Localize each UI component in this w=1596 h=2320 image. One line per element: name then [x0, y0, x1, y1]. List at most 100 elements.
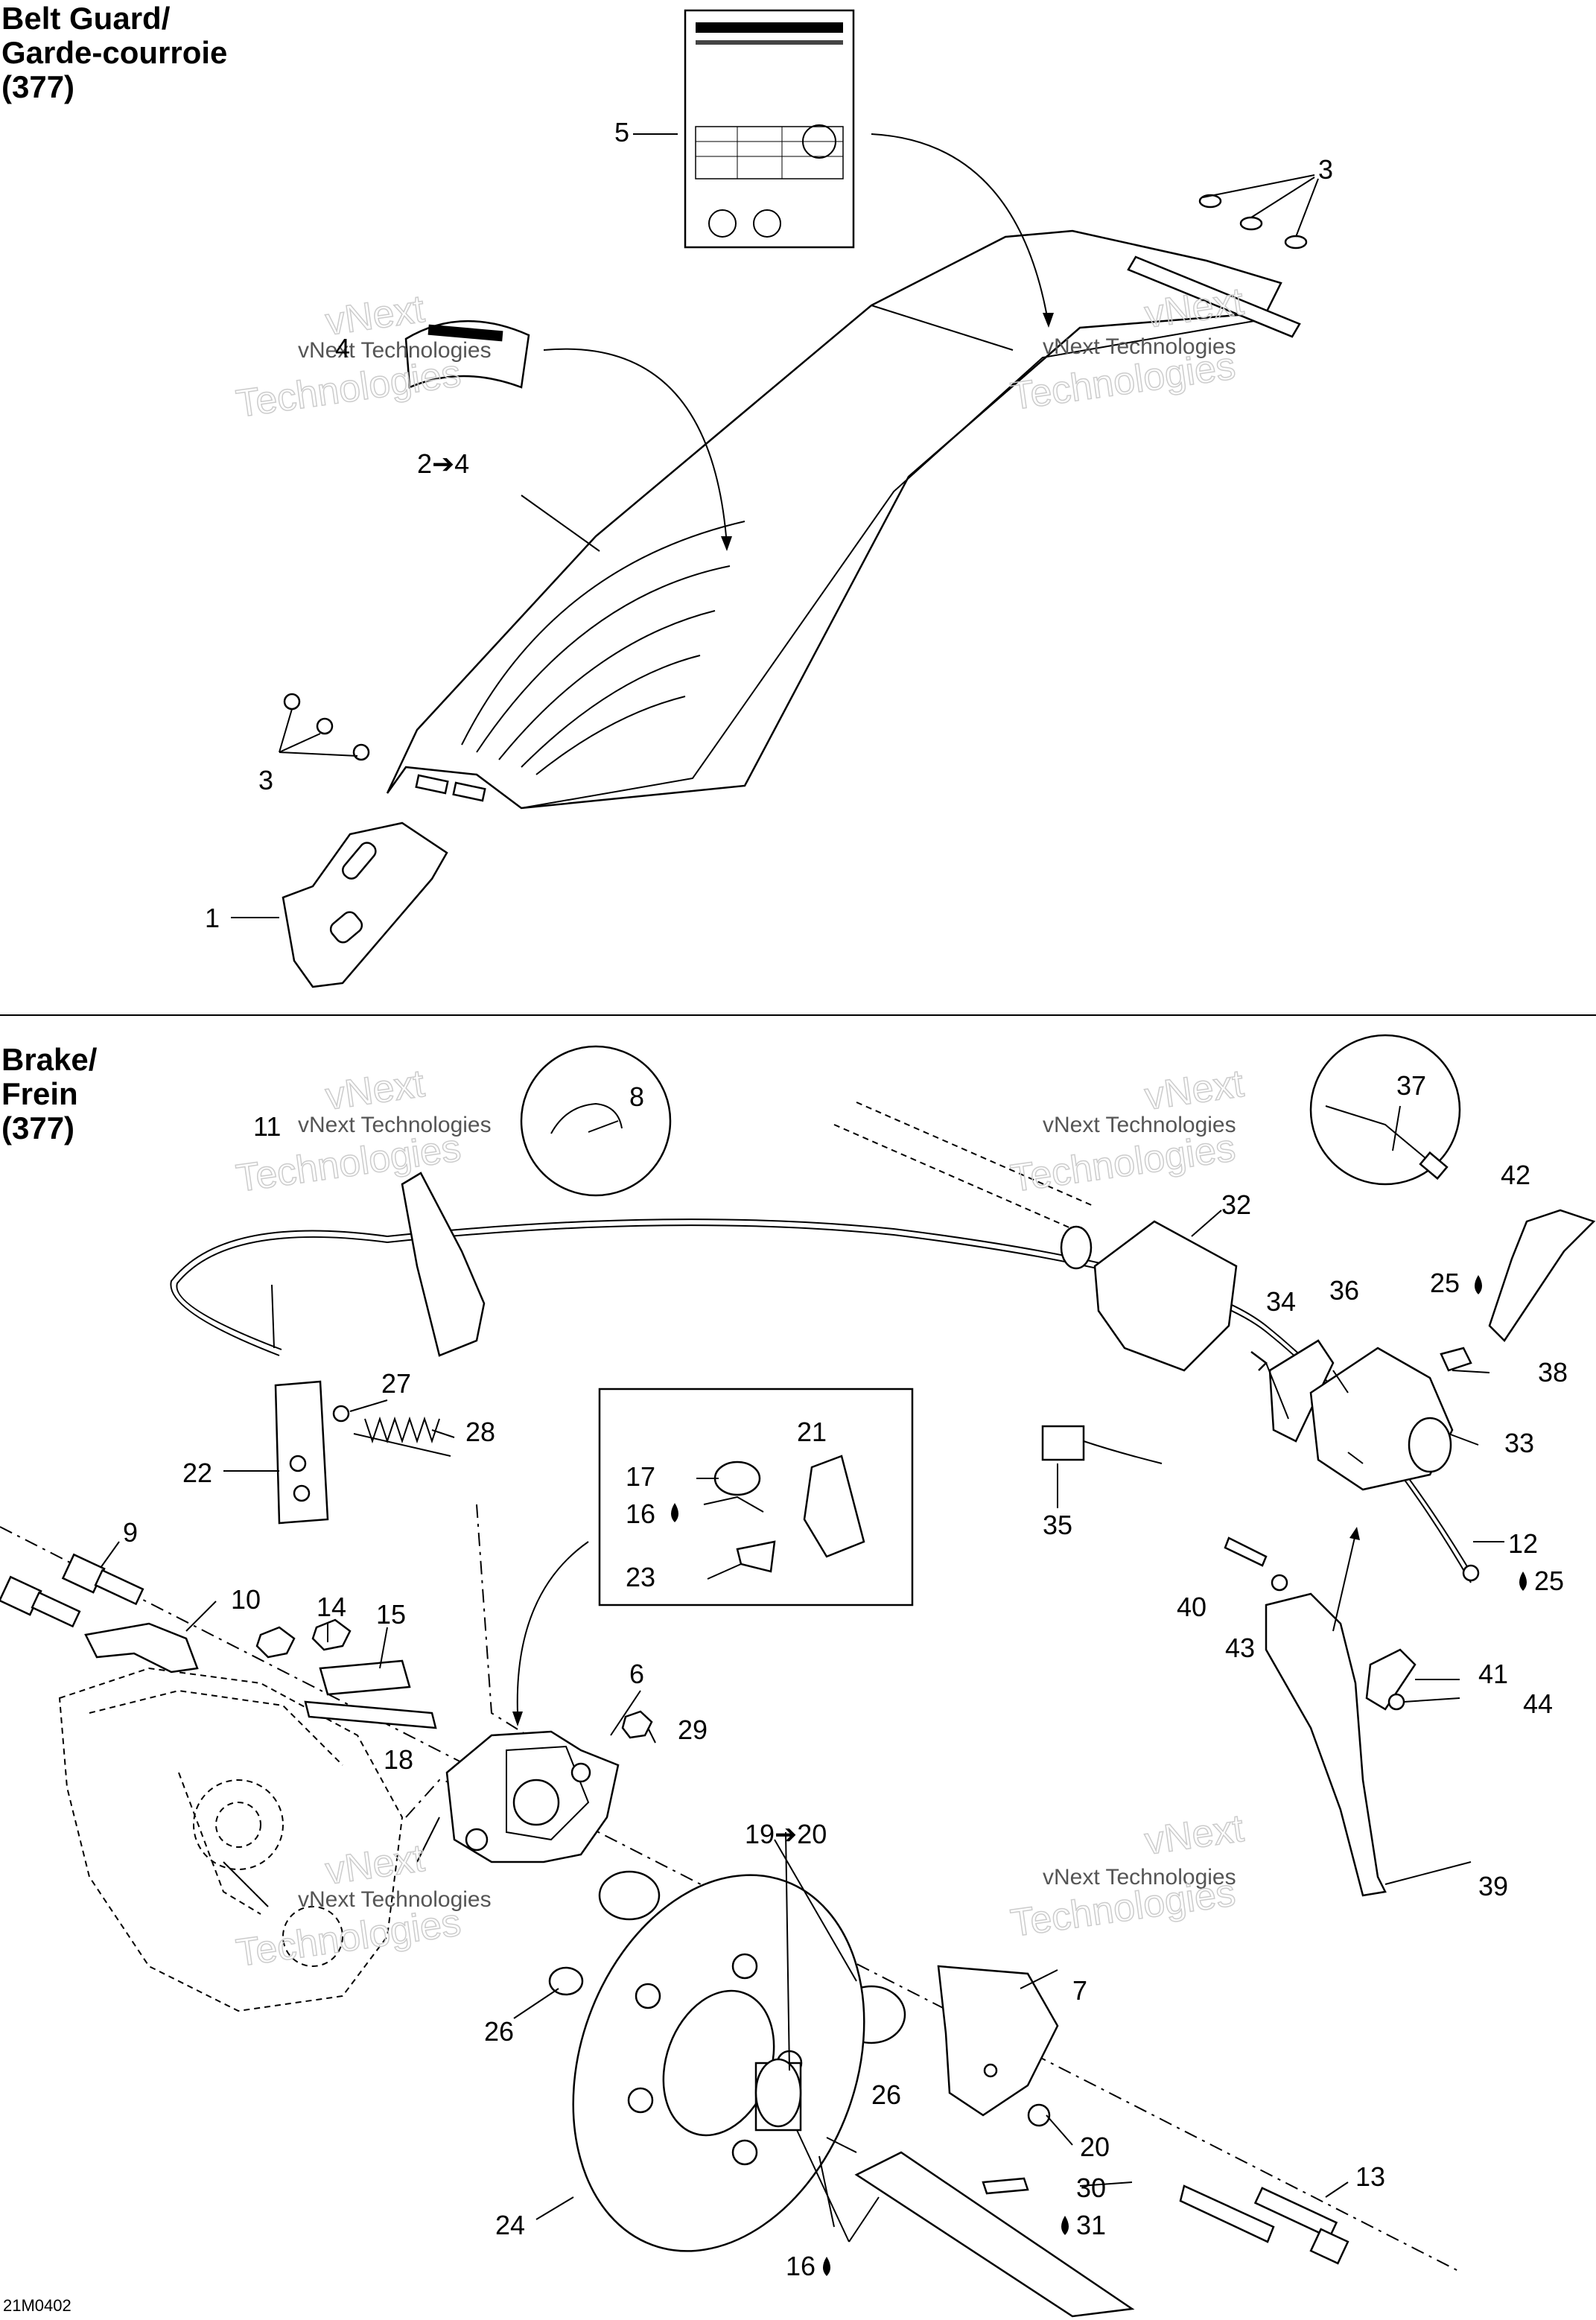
watermark-text-3: vNext Technologies — [298, 1113, 492, 1137]
watermark-text-1: vNext Technologies — [298, 338, 492, 363]
callout-18: 18 — [384, 1744, 413, 1775]
e-clip-27 — [332, 1405, 350, 1423]
warning-label-sticker — [684, 9, 855, 249]
bushing-17 — [713, 1461, 761, 1496]
brake-title-code: (377) — [1, 1110, 75, 1145]
watermark-text-6: vNext Technologies — [1043, 1865, 1236, 1890]
callout-23: 23 — [626, 1562, 655, 1592]
callout-22: 22 — [182, 1458, 212, 1488]
o-ring-26a — [548, 1966, 584, 1996]
callout-3-bottom: 3 — [258, 765, 273, 795]
bracket-7 — [937, 1965, 1059, 2117]
callout-42: 42 — [1501, 1160, 1530, 1190]
callout-39: 39 — [1478, 1871, 1508, 1901]
callout-26-left: 26 — [484, 2016, 514, 2047]
belt-guard-title-en: Belt Guard/ — [1, 1, 171, 36]
callout-25-bottom: 25 — [1534, 1566, 1564, 1596]
lever-bracket — [274, 1380, 329, 1525]
spring-38 — [1440, 1347, 1472, 1372]
warning-decal — [404, 320, 530, 389]
watermark-1: vNext vNext Technologies Technologies — [233, 287, 492, 427]
nut-14a — [255, 1626, 296, 1659]
retainer-23 — [736, 1540, 776, 1573]
watermark-6: vNext vNext Technologies Technologies — [1008, 1806, 1247, 1946]
callout-3-top: 3 — [1318, 154, 1333, 185]
callout-36: 36 — [1329, 1275, 1359, 1306]
callout-16-bottom: 16 — [786, 2251, 816, 2281]
brake-switch-35 — [1041, 1425, 1085, 1461]
watermark-text-2: vNext Technologies — [1043, 334, 1236, 359]
pin-40 — [1224, 1536, 1268, 1567]
brake-disc — [572, 1874, 865, 2252]
return-spring — [353, 1416, 451, 1457]
callout-5: 5 — [614, 117, 629, 147]
bolt-13 — [1179, 2184, 1349, 2265]
lubricant-drop-icon — [1061, 2216, 1069, 2235]
callout-43: 43 — [1225, 1633, 1255, 1663]
cable-bracket — [401, 1172, 486, 1357]
callout-20: 20 — [1080, 2132, 1110, 2162]
screw-34 — [1250, 1351, 1268, 1371]
callout-16-inset: 16 — [626, 1499, 655, 1529]
callout-41: 41 — [1478, 1659, 1508, 1689]
watermark-outline-top-3: vNext — [323, 1062, 427, 1119]
plate-15 — [319, 1659, 411, 1696]
callout-31: 31 — [1076, 2210, 1106, 2240]
bolt-10 — [0, 1575, 81, 1628]
callout-2-to-4: 2➔4 — [417, 448, 469, 479]
watermark-4: vNext vNext Technologies Technologies — [1008, 1061, 1247, 1201]
callout-27: 27 — [381, 1368, 411, 1399]
callout-21: 21 — [797, 1417, 827, 1447]
ball-44 — [1387, 1693, 1405, 1711]
detail-circle-clamp — [520, 1045, 672, 1197]
callout-30: 30 — [1076, 2173, 1106, 2203]
callout-25-top: 25 — [1430, 1268, 1460, 1298]
brake-pad-inner — [598, 1870, 661, 1921]
belt-guard-title-fr: Garde-courroie — [1, 35, 228, 70]
callout-9: 9 — [123, 1517, 138, 1548]
callout-8: 8 — [629, 1081, 644, 1112]
washer-43 — [1271, 1574, 1288, 1592]
callout-44: 44 — [1523, 1688, 1553, 1719]
watermark-outline-top-4: vNext — [1142, 1062, 1247, 1119]
nut-29 — [621, 1710, 653, 1739]
guard-pivot-rod — [1127, 255, 1301, 338]
callout-34: 34 — [1266, 1286, 1296, 1317]
callout-33: 33 — [1504, 1428, 1534, 1458]
watermark-outline-bottom-5: Technologies — [234, 1901, 464, 1975]
washer-20 — [1027, 2103, 1051, 2127]
bracket-10 — [84, 1622, 199, 1674]
callout-19-to-20: 19➔20 — [745, 1819, 827, 1849]
leader-4-arrow — [543, 348, 727, 537]
clip-set-bottom — [283, 693, 370, 761]
lever-pin-42 — [1488, 1209, 1596, 1342]
callout-32: 32 — [1221, 1189, 1251, 1220]
callout-1: 1 — [205, 903, 220, 933]
clip-21 — [803, 1455, 865, 1558]
watermark-text-4: vNext Technologies — [1043, 1113, 1236, 1137]
drawing-code: 21M0402 — [3, 2296, 71, 2315]
brake-title: Brake/ Frein (377) — [1, 1043, 97, 1145]
callout-13: 13 — [1355, 2161, 1385, 2192]
lubricant-drop-icon — [1475, 1275, 1482, 1294]
callout-38: 38 — [1538, 1357, 1568, 1388]
watermark-5: vNext vNext Technologies Technologies — [233, 1836, 492, 1976]
brake-title-fr: Frein — [1, 1076, 78, 1111]
lever-shim-41 — [1365, 1648, 1417, 1711]
watermark-text-5: vNext Technologies — [298, 1887, 492, 1912]
lubricant-drop-icon — [671, 1503, 678, 1522]
belt-guard-title-code: (377) — [1, 69, 75, 104]
pin-18 — [304, 1700, 437, 1729]
leader-inset-arrow — [516, 1541, 589, 1714]
brake-title-en: Brake/ — [1, 1042, 98, 1077]
callout-14: 14 — [317, 1592, 346, 1622]
callout-35: 35 — [1043, 1510, 1072, 1540]
callout-37: 37 — [1396, 1070, 1426, 1101]
callout-17: 17 — [626, 1461, 655, 1492]
assembly-axis — [0, 1526, 1460, 2272]
clip-set-top — [1198, 194, 1308, 250]
watermark-outline-top-6: vNext — [1142, 1807, 1247, 1863]
callout-7: 7 — [1072, 1975, 1087, 2006]
key-30 — [982, 2177, 1029, 2195]
